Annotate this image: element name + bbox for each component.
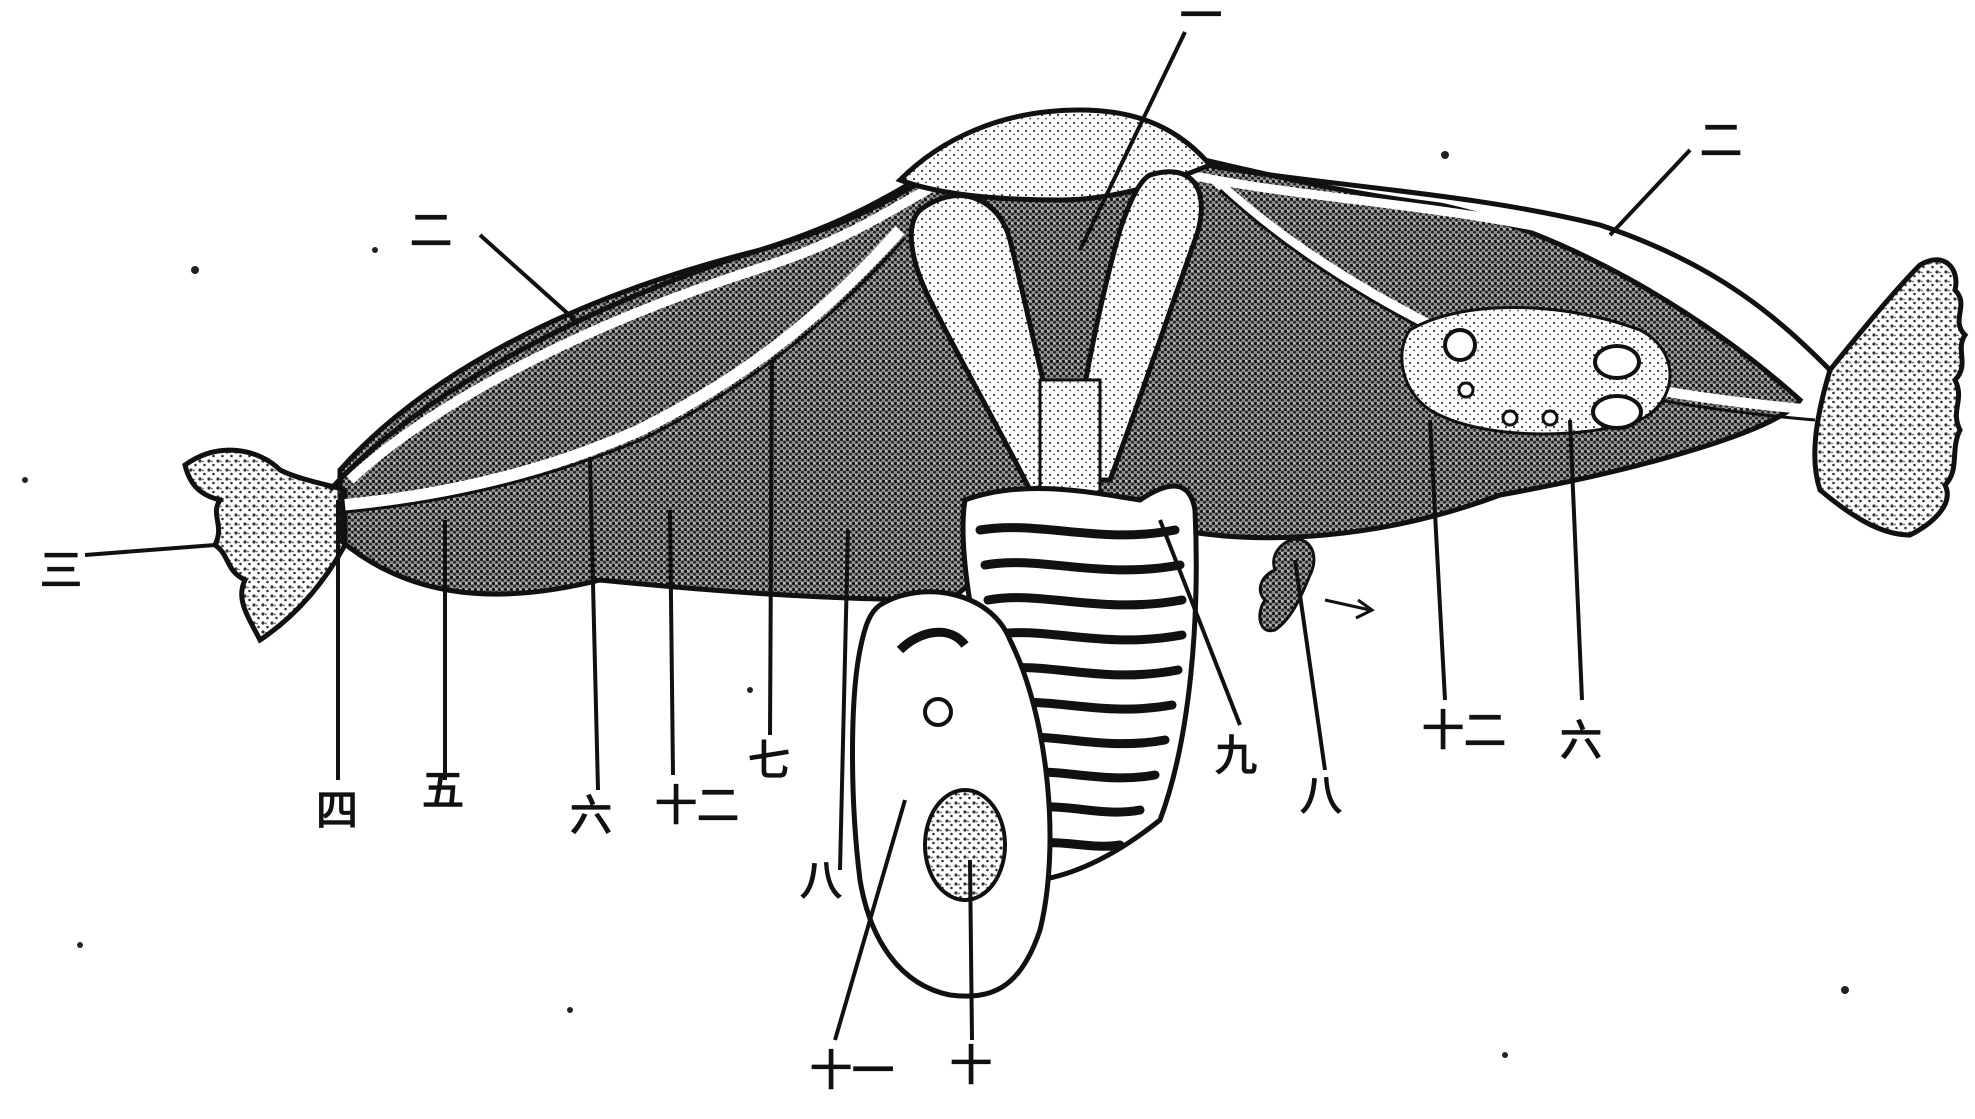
label-3-left: 三 <box>40 546 82 595</box>
sac-eye <box>925 699 951 725</box>
label-8-left: 八 <box>800 856 843 905</box>
label-2-upper-right: 二 <box>1700 116 1742 165</box>
label-1-top: 一 <box>1180 0 1222 40</box>
label-12-left: 十二 <box>655 781 739 830</box>
label-11: 十一 <box>810 1046 894 1095</box>
label-9: 九 <box>1215 731 1257 780</box>
arrow-indicator <box>1325 600 1372 618</box>
label-6-left: 六 <box>570 791 612 840</box>
label-2-upper-left: 二 <box>410 206 452 255</box>
right-fin <box>1815 260 1965 535</box>
label-7: 七 <box>748 736 790 785</box>
inner-oval-body <box>925 790 1005 900</box>
label-5: 五 <box>422 766 464 815</box>
label-10: 十 <box>950 1041 992 1090</box>
nucleus-4 <box>1459 383 1473 397</box>
nucleus-1 <box>1445 330 1475 360</box>
label-12-right: 十二 <box>1422 706 1506 755</box>
nucleus-6 <box>1543 411 1557 425</box>
label-6-right: 六 <box>1560 716 1602 765</box>
central-stalk <box>1040 380 1100 500</box>
label-8-right: 八 <box>1300 771 1343 820</box>
nucleus-3 <box>1593 396 1641 428</box>
right-appendage <box>1260 539 1314 631</box>
nucleus-2 <box>1595 346 1639 378</box>
label-4: 四 <box>316 786 358 835</box>
nucleus-5 <box>1503 411 1517 425</box>
